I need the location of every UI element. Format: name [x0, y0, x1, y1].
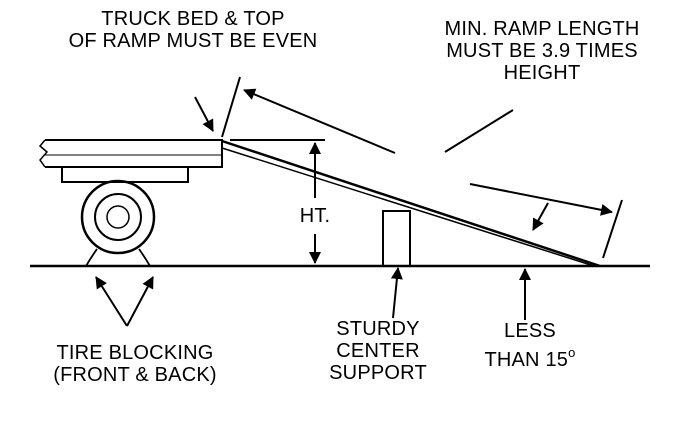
height-label: HT.	[299, 205, 331, 227]
ramp-length-dimension	[221, 76, 623, 259]
truck-bed-label: TRUCK BED & TOP OF RAMP MUST BE EVEN	[68, 8, 318, 52]
ramp	[221, 139, 601, 268]
center-support	[382, 210, 411, 267]
angle-label: LESS THAN 15o	[470, 320, 590, 371]
degree-symbol: o	[568, 345, 576, 360]
tire-blocks	[85, 248, 151, 267]
tire-blocking-label: TIRE BLOCKING (FRONT & BACK)	[53, 342, 217, 386]
truck-wheel	[80, 179, 156, 255]
height-dimension	[230, 139, 325, 264]
leader-arrows	[95, 96, 549, 327]
ramp-length-label: MIN. RAMP LENGTH MUST BE 3.9 TIMES HEIGH…	[444, 18, 640, 84]
truck-bed	[38, 139, 223, 183]
angle-value: THAN 15o	[484, 345, 576, 371]
center-support-label: STURDY CENTER SUPPORT	[329, 318, 427, 384]
